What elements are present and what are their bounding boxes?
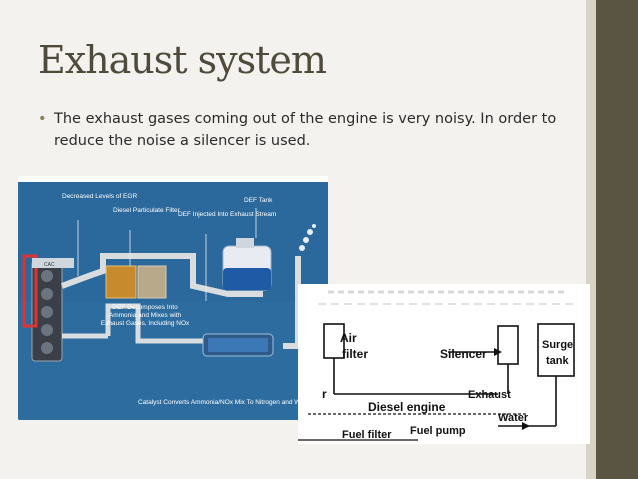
side-bar	[596, 0, 638, 479]
cac-label: CAC	[44, 262, 55, 268]
silencer-label: Silencer	[440, 347, 487, 361]
filter-label: filter	[342, 347, 368, 361]
def-decomposes-label: DEF Decomposes Into Ammonia and Mixes wi…	[100, 304, 190, 327]
air-label: Air	[340, 331, 357, 345]
scr-exhaust-diagram: CAC	[18, 176, 328, 420]
surge-label: Surge	[542, 339, 573, 351]
def-tank-label: DEF Tank	[244, 197, 273, 204]
side-bar-accent	[586, 0, 596, 479]
bullet-text: The exhaust gases coming out of the engi…	[54, 111, 557, 149]
tank-label: tank	[546, 355, 570, 367]
engine-icon	[22, 254, 74, 362]
catalyst-icon	[202, 333, 274, 357]
fuel-filter-label: Fuel filter	[342, 429, 392, 441]
def-tank-icon	[222, 238, 272, 291]
def-injected-label: DEF Injected Into Exhaust Stream	[178, 211, 276, 218]
egr-label: Decreased Levels of EGR	[62, 193, 137, 200]
exhaust-plume-icon	[299, 224, 316, 251]
partial-label: r	[322, 387, 327, 401]
diesel-engine-label: Diesel engine	[368, 400, 446, 414]
bullet-icon: •	[38, 111, 47, 127]
water-label: Water	[498, 412, 529, 424]
slide-title: Exhaust system	[38, 38, 327, 82]
diesel-particulate-filter-icon	[105, 265, 167, 299]
engine-block-diagram: Air filter Silencer Surge tank Exhaust W…	[298, 284, 590, 444]
catalyst-label: Catalyst Converts Ammonia/NOx Mix To Nit…	[138, 399, 312, 406]
dpf-label: Diesel Particulate Filter	[113, 207, 181, 214]
exhaust-label: Exhaust	[468, 389, 511, 401]
bullet-point: • The exhaust gases coming out of the en…	[38, 108, 598, 152]
fuel-pump-label: Fuel pump	[410, 425, 466, 437]
